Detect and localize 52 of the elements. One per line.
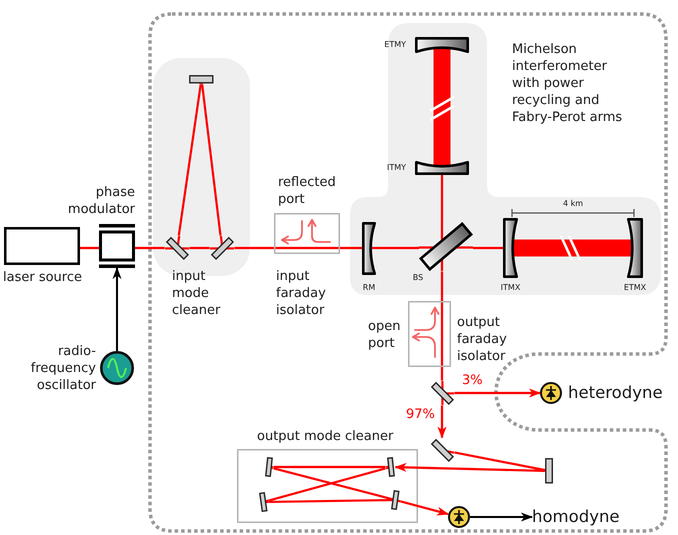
laser-beam xyxy=(472,246,503,250)
component-label: output mode cleaner xyxy=(257,428,394,445)
laser-beam xyxy=(135,246,165,250)
detector-label: homodyne xyxy=(532,506,620,528)
component-label: output faraday isolator xyxy=(457,314,508,365)
mirror xyxy=(544,457,555,485)
laser-beam xyxy=(434,53,450,161)
interferometer-panel xyxy=(350,23,661,295)
edge-label: 97% xyxy=(406,406,435,423)
photodiode xyxy=(448,506,470,528)
mirror xyxy=(386,456,396,478)
mirror xyxy=(188,74,215,84)
beam-arrow xyxy=(454,388,541,398)
mirror-label: RM xyxy=(362,283,376,293)
mirror-label: ETMX xyxy=(624,283,646,293)
component-label: phase modulator xyxy=(66,184,135,218)
mirror-label: ETMY xyxy=(384,40,406,50)
laser-beam xyxy=(440,272,444,301)
component-label: radio-frequency oscillator xyxy=(30,343,96,394)
component-label: input faraday isolator xyxy=(276,268,327,319)
arrow xyxy=(112,267,122,351)
laser-beam xyxy=(454,451,545,472)
laser-beam xyxy=(518,240,627,256)
laser-beam xyxy=(440,367,444,381)
mirror xyxy=(264,456,274,478)
component-label: open port xyxy=(368,318,402,352)
laser-beam xyxy=(376,246,420,250)
beam-arrow xyxy=(438,405,446,439)
laser-beam xyxy=(273,466,386,468)
laser-beam xyxy=(189,246,210,250)
laser-beam xyxy=(234,246,274,250)
mirror xyxy=(390,488,401,512)
mirror-label: ITMY xyxy=(386,163,406,173)
mirror xyxy=(258,490,269,514)
laser-beam xyxy=(268,498,390,504)
mirror-label: ITMX xyxy=(500,283,520,293)
detector-label: heterodyne xyxy=(568,382,663,404)
component-label: input mode cleaner xyxy=(172,268,222,319)
beam-arrow xyxy=(400,500,449,516)
component-label: Michelson interferometer with power recycling and Fabry-Perot arms xyxy=(512,41,624,126)
laser-beam xyxy=(201,84,222,236)
laser-beam xyxy=(178,84,202,236)
laser-beam xyxy=(340,246,362,250)
dimension-label: 4 km xyxy=(562,199,584,209)
arrow xyxy=(470,512,533,522)
laser-beam xyxy=(80,246,99,250)
component-label: reflected port xyxy=(278,174,337,208)
component-label: laser source xyxy=(3,269,82,286)
edge-label: 3% xyxy=(462,372,483,389)
mirror-label: BS xyxy=(412,272,424,283)
laser-beam xyxy=(440,175,444,222)
beam-arrow xyxy=(394,462,544,472)
